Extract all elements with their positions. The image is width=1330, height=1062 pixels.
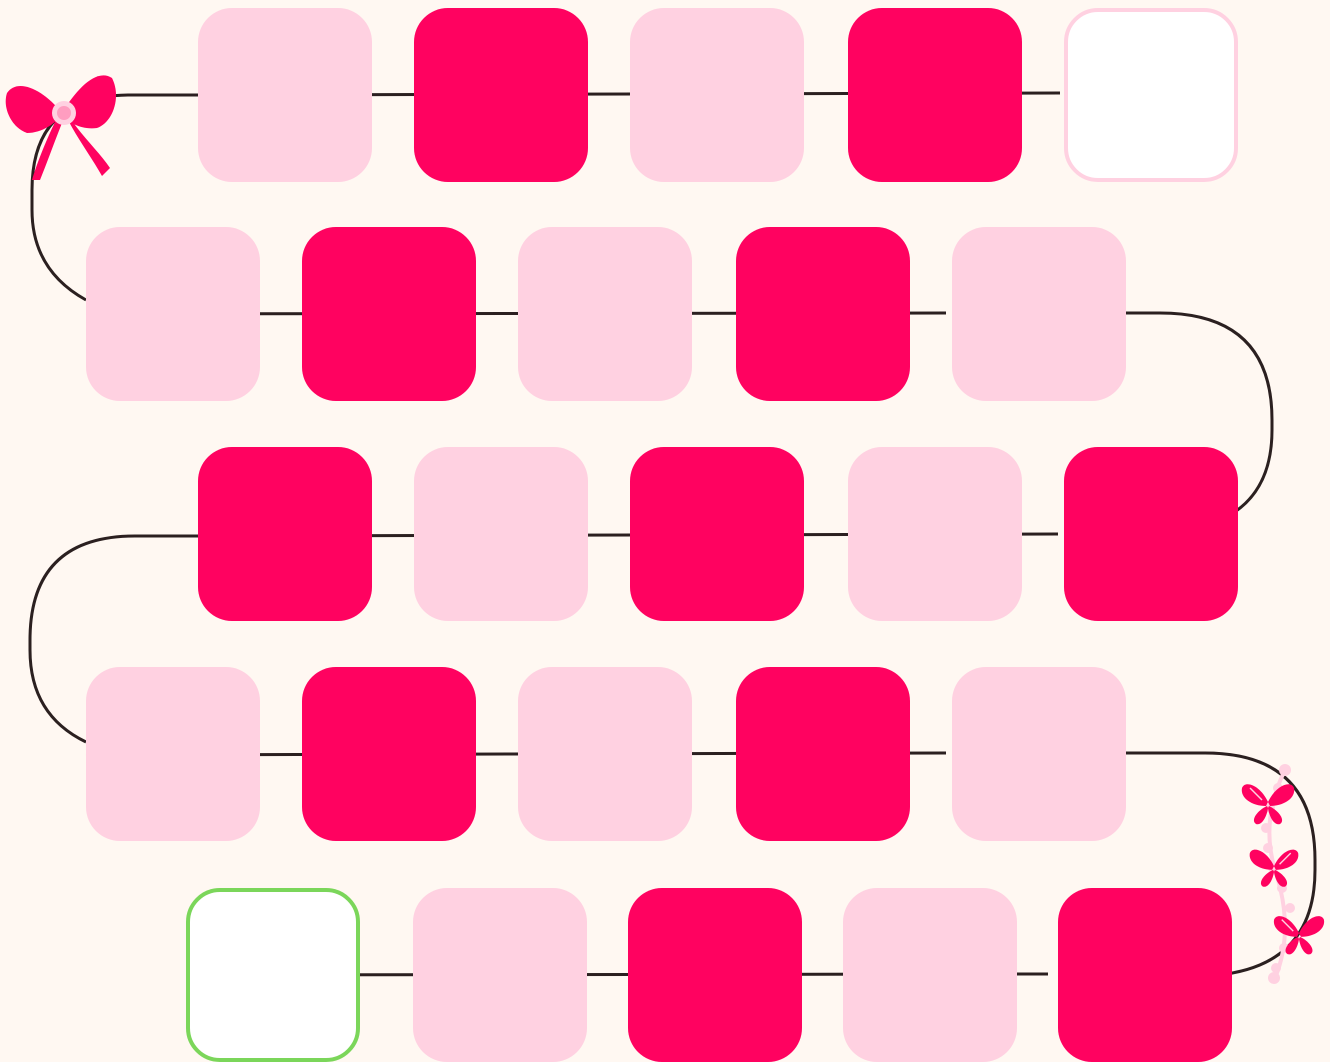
board-square (848, 8, 1022, 182)
board-square (630, 8, 804, 182)
board-square (302, 227, 476, 401)
board-square (86, 667, 260, 841)
board-square (952, 667, 1126, 841)
board-square (1058, 888, 1232, 1062)
butterfly-icon (1240, 780, 1296, 828)
board-square (413, 888, 587, 1062)
bow-icon (2, 68, 122, 183)
board-square (198, 8, 372, 182)
board-square (518, 227, 692, 401)
board-square (414, 447, 588, 621)
butterfly-icon (1248, 845, 1300, 891)
board-square (1064, 447, 1238, 621)
board-square (843, 888, 1017, 1062)
board-square (630, 447, 804, 621)
board-square (414, 8, 588, 182)
board-square (848, 447, 1022, 621)
board-square (628, 888, 802, 1062)
board-square (736, 667, 910, 841)
board-square (952, 227, 1126, 401)
board-square (198, 447, 372, 621)
board-square (518, 667, 692, 841)
board-square (86, 227, 260, 401)
board-square (736, 227, 910, 401)
finish-square (1064, 8, 1238, 182)
start-square (186, 888, 360, 1062)
board-square (302, 667, 476, 841)
butterfly-icon (1272, 912, 1326, 958)
